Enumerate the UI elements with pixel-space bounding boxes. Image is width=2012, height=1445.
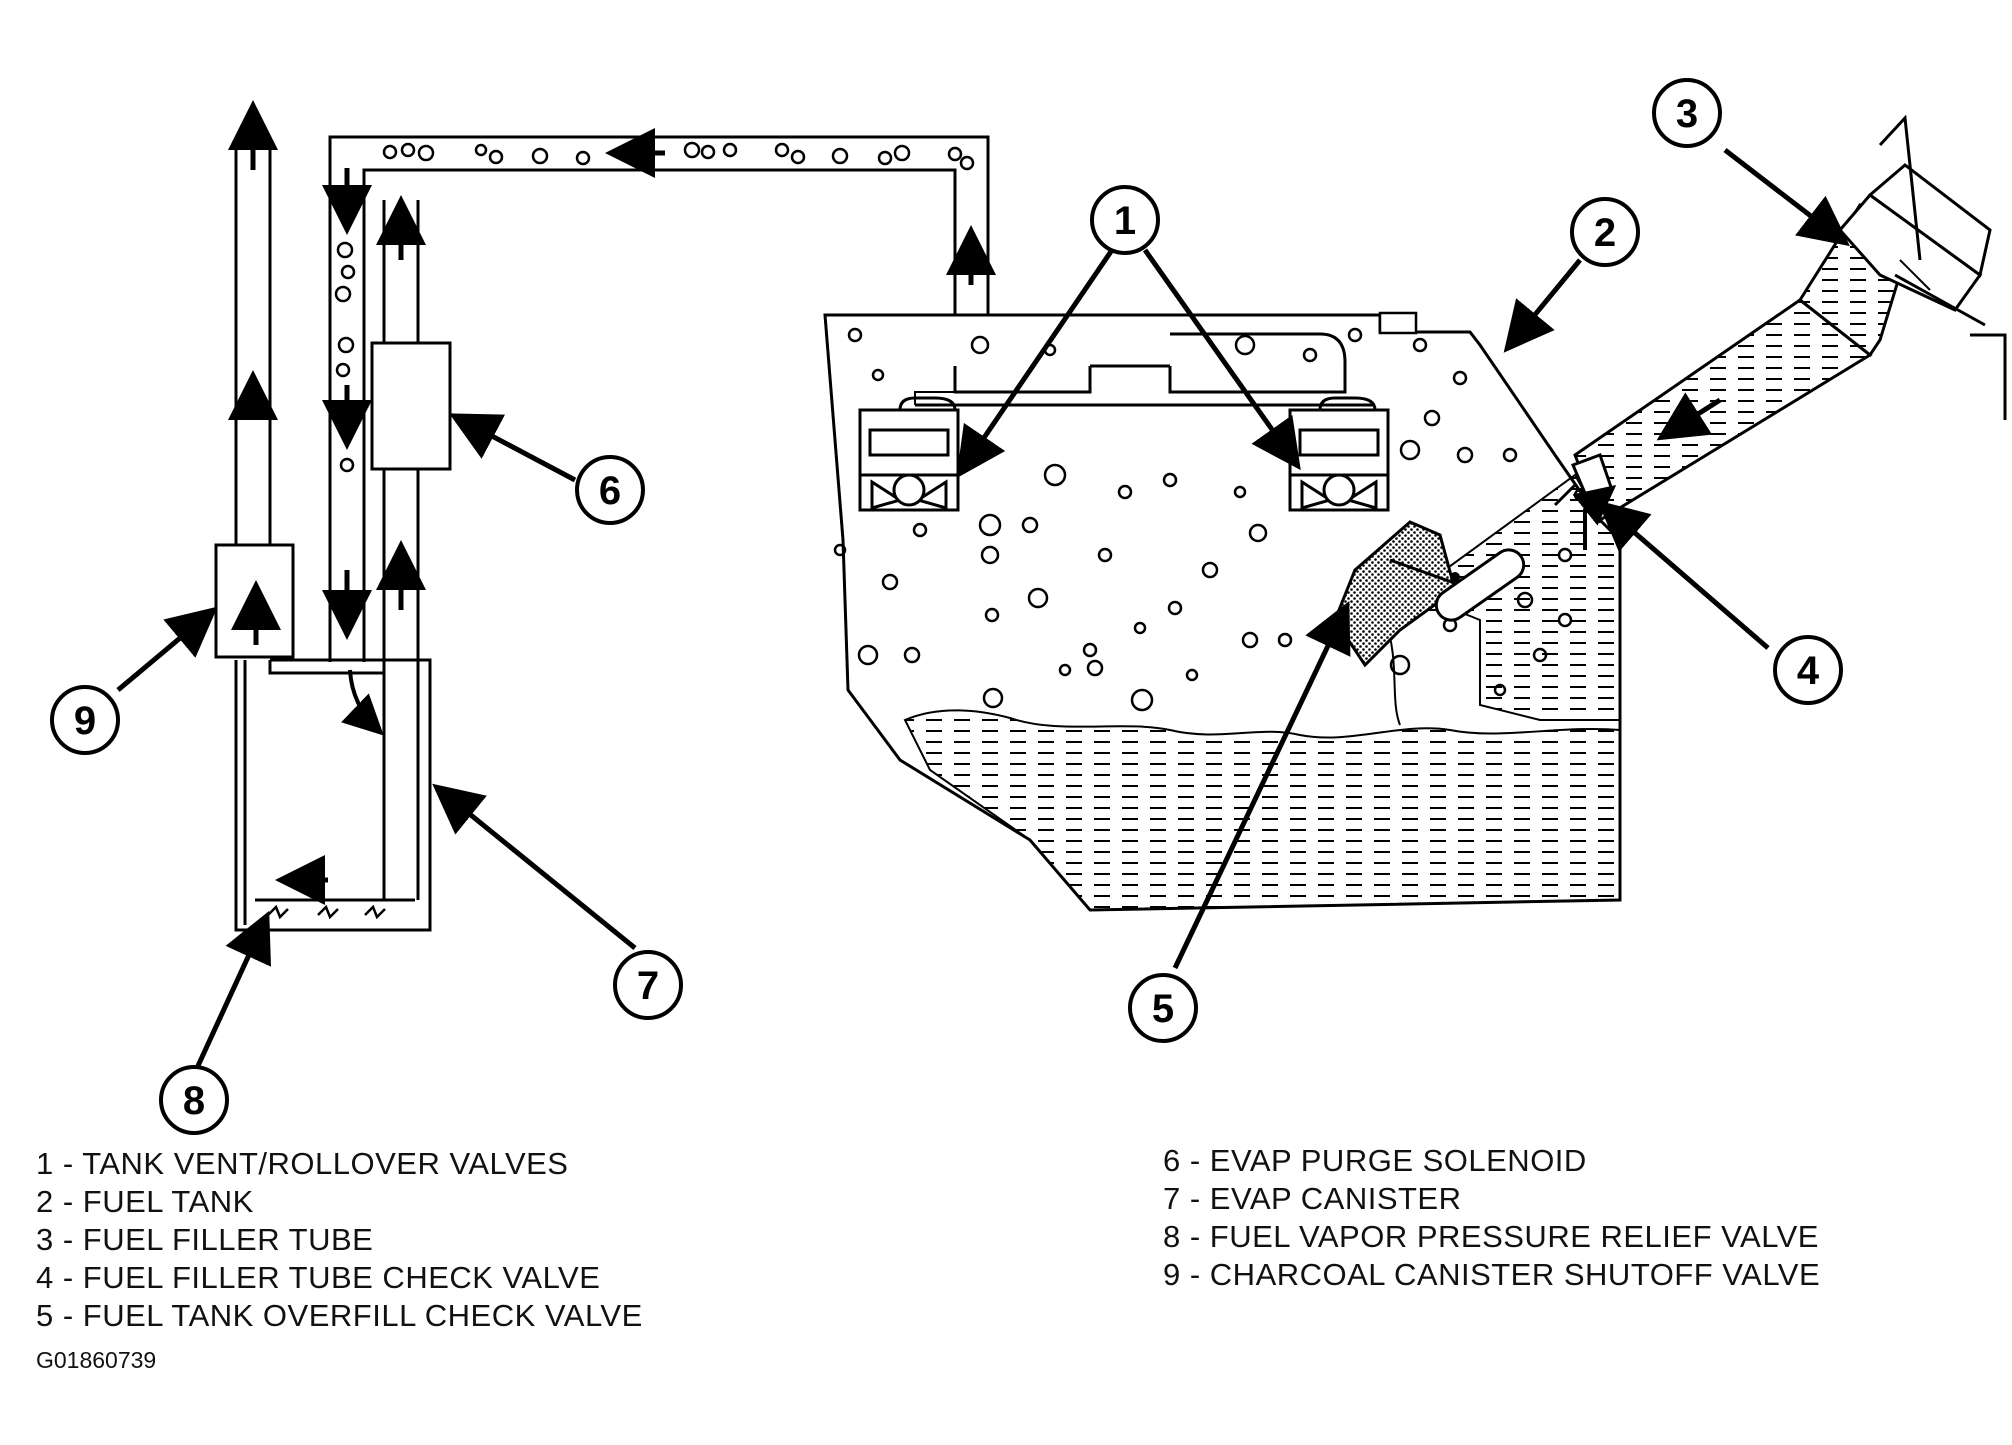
vapor-bubbles xyxy=(334,141,975,473)
svg-text:2: 2 xyxy=(1594,211,1616,255)
legend-left: 1 - TANK VENT/ROLLOVER VALVES 2 - FUEL T… xyxy=(36,1145,643,1335)
svg-text:9: 9 xyxy=(74,699,96,743)
legend-item-5: 5 - FUEL TANK OVERFILL CHECK VALVE xyxy=(36,1298,643,1333)
fuel-filler-tube-check-valve xyxy=(1553,453,1617,550)
legend-item-2: 2 - FUEL TANK xyxy=(36,1184,254,1219)
svg-text:1: 1 xyxy=(1114,199,1136,243)
callout-1: 1 xyxy=(1090,185,1160,255)
callout-5: 5 xyxy=(1128,973,1198,1043)
rollover-valve-left xyxy=(858,396,960,512)
figure-id: G01860739 xyxy=(36,1347,157,1373)
callout-7: 7 xyxy=(613,950,683,1020)
svg-text:6: 6 xyxy=(599,469,621,513)
fuel-tank-overfill-check-valve xyxy=(1333,520,1526,668)
callout-4: 4 xyxy=(1773,635,1843,705)
legend-item-7: 7 - EVAP CANISTER xyxy=(1163,1181,1462,1216)
svg-text:7: 7 xyxy=(637,964,659,1008)
callout-8: 8 xyxy=(159,1065,229,1135)
evap-purge-solenoid xyxy=(370,341,452,471)
svg-text:3: 3 xyxy=(1676,92,1698,136)
legend-item-1: 1 - TANK VENT/ROLLOVER VALVES xyxy=(36,1146,569,1181)
legend-item-4: 4 - FUEL FILLER TUBE CHECK VALVE xyxy=(36,1260,601,1295)
svg-text:8: 8 xyxy=(183,1079,205,1123)
svg-text:5: 5 xyxy=(1152,987,1174,1031)
svg-text:4: 4 xyxy=(1797,649,1820,693)
legend-item-6: 6 - EVAP PURGE SOLENOID xyxy=(1163,1143,1587,1178)
legend-item-3: 3 - FUEL FILLER TUBE xyxy=(36,1222,374,1257)
callout-9: 9 xyxy=(50,685,120,755)
flow-arrows-left xyxy=(228,100,996,905)
evap-canister xyxy=(234,658,432,932)
callout-6: 6 xyxy=(575,455,645,525)
fuel-tank xyxy=(823,311,1622,912)
fuel-vapor-pressure-relief-valve xyxy=(267,904,386,920)
legend-item-8: 8 - FUEL VAPOR PRESSURE RELIEF VALVE xyxy=(1163,1219,1819,1254)
callout-2: 2 xyxy=(1570,197,1640,267)
leader-lines xyxy=(116,148,1850,1070)
callout-3: 3 xyxy=(1652,78,1722,148)
rollover-valve-right xyxy=(1288,396,1390,512)
legend-right: 6 - EVAP PURGE SOLENOID 7 - EVAP CANISTE… xyxy=(1163,1142,1820,1294)
legend-item-9: 9 - CHARCOAL CANISTER SHUTOFF VALVE xyxy=(1163,1257,1821,1292)
fuel-filler-tube xyxy=(1573,114,2007,523)
